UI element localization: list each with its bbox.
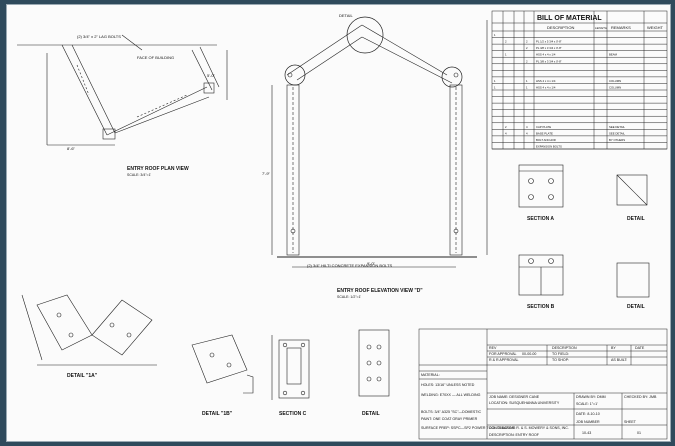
dim-9-0: 9'-0" (367, 261, 376, 266)
bill-cell: 2 (526, 59, 528, 63)
bill-cell: PL 3/8 x 3 3/4 x 0'-8" (536, 59, 562, 63)
roof-plan-view (17, 34, 228, 146)
bill-table-grid (491, 10, 668, 150)
tb-to-shop: TO SHOP: (552, 358, 569, 362)
bill-cell: HSS 4 x 4 x 1/4 (536, 79, 556, 83)
bill-cell: BY OTHERS (609, 138, 625, 142)
bill-cell: HSS 4 x 4 x 1/4 (536, 86, 556, 90)
tb-description-line: DESCRIPTION: ENTRY ROOF (489, 433, 540, 437)
elevation-view-scale: SCALE: 1/2"=1' (337, 295, 362, 299)
bill-header-description: DESCRIPTION (547, 25, 574, 30)
tb-contractor: CONTRACTOR: R. & S. MOWERY & SONS, INC. (489, 426, 569, 430)
tb-as-built: AS BUILT: (611, 358, 628, 362)
tb-for-approval: FOR APPROVAL (489, 352, 517, 356)
tb-job-number-label: JOB NUMBER (576, 420, 600, 424)
tb-scale: SCALE: 1"=1' (576, 402, 598, 406)
tb-checked-by: CHECKED BY: JMB (624, 395, 657, 399)
bolts-note: (2) 3/4" x 2" LAG BOLTS (77, 34, 121, 39)
detail-callout: DETAIL (339, 13, 353, 18)
tb-job-name: JOB NAME: DESIGNER CANE (489, 395, 540, 399)
bill-cell: 4 (505, 131, 507, 135)
bill-cell: 1 (494, 33, 496, 37)
tb-sheet-label: SHEET (624, 420, 637, 424)
bill-cell: CAP PLATE (536, 125, 551, 129)
bill-cell: 2 (505, 40, 507, 44)
detail-3-title: DETAIL (362, 411, 380, 417)
bill-cell: SEE DETAIL (609, 131, 625, 135)
bill-cell: 2 (526, 40, 528, 44)
bill-cell: COLUMN (609, 86, 621, 90)
tb-bolts: BOLTS: 3/4" A325 "SC"—DOMESTIC (421, 410, 481, 414)
expansion-bolt-note: (2) 3/4" HILTI CONCRETE EXPANSION BOLTS (307, 263, 393, 268)
dim-7-9: 7'-9" (262, 171, 271, 176)
bill-cell: 1 (505, 53, 507, 57)
detail-1b (191, 334, 254, 394)
tb-date-value: DATE: 8-10-10 (576, 412, 600, 416)
bill-cell: PL 3/8 x 3 3/4 x 0'-8" (536, 46, 562, 50)
bill-cell: BOLT ANCHOR (536, 138, 556, 142)
detail-1a (21, 294, 157, 366)
tb-r-and-r: R & R APPROVAL (489, 358, 519, 362)
section-c (271, 335, 310, 400)
dim-8-6: 8'-6" (67, 146, 76, 151)
bill-cell: COLUMN (609, 79, 621, 83)
bill-cell: 2 (505, 125, 507, 129)
tb-rev: REV (489, 346, 497, 350)
section-c-title: SECTION C (279, 411, 307, 417)
bill-header-remarks: REMARKS (611, 25, 631, 30)
drawing-canvas: (2) 3/4" x 2" LAG BOLTS FACE OF BUILDING… (17, 10, 668, 440)
tb-drawn-by: DRAWN BY: DMM (576, 395, 606, 399)
bill-cell: HSS 4 x 4 x 1/4 (536, 53, 556, 57)
tb-paint: PAINT: ONE COAT GRAY PRIMER (421, 417, 478, 421)
bill-cell: 2 (526, 46, 528, 50)
bill-cell: 1 (494, 86, 496, 90)
tb-to-field: TO FIELD: (552, 352, 569, 356)
bill-cell: SEE DETAIL (609, 125, 625, 129)
plan-view-scale: SCALE: 3/4"=1' (127, 173, 152, 177)
bill-cell: 4 (526, 125, 528, 129)
bill-cell: 1 (526, 79, 528, 83)
title-block-grid (418, 328, 668, 440)
tb-material: MATERIAL: (421, 373, 440, 377)
detail-1a-title: DETAIL "1A" (67, 373, 98, 379)
bill-cell: 1 (526, 86, 528, 90)
bill-cell: 1 (494, 79, 496, 83)
roof-elevation-view (271, 16, 488, 268)
tb-surface: SURFACE PREP: SSPC—SP2 POWER TOOL CLEANI… (421, 426, 516, 430)
section-b (518, 254, 650, 298)
tb-by: BY (611, 346, 616, 350)
elevation-view-title: ENTRY ROOF ELEVATION VIEW "D" (337, 288, 423, 294)
bill-cell: 4 (526, 131, 528, 135)
section-b-title: SECTION B (527, 304, 555, 310)
bill-title: BILL OF MATERIAL (537, 15, 602, 22)
plan-view-title: ENTRY ROOF PLAN VIEW (127, 166, 189, 172)
section-a-title: SECTION A (527, 216, 554, 222)
tb-welding: WELDING: E70XX — ALL WELDING (421, 393, 481, 397)
tb-holes: HOLES: 13/16" UNLESS NOTED (421, 383, 475, 387)
detail-3 (358, 329, 390, 397)
tb-date: DATE (635, 346, 645, 350)
detail-2b-title: DETAIL (627, 304, 645, 310)
bill-cell: EXPANSION BOLTS (536, 145, 562, 149)
tb-approval-date: 00-00-00 (522, 352, 536, 356)
face-building-note: FACE OF BUILDING (137, 55, 174, 60)
bill-cell: PL 1/2 x 5 3/4 x 0'-8" (536, 40, 562, 44)
bill-header-weight: WEIGHT (647, 25, 664, 30)
tb-description: DESCRIPTION (552, 346, 577, 350)
tb-sheet-value: 01 (637, 431, 641, 435)
tb-location: LOCATION: SUSQUEHANNA UNIVERSITY (489, 401, 560, 405)
drawing-sheet: (2) 3/4" x 2" LAG BOLTS FACE OF BUILDING… (6, 4, 671, 442)
bill-header-length: LENGTH (595, 26, 607, 30)
section-a (518, 164, 648, 208)
tb-job-number-value: 10-43 (582, 431, 591, 435)
detail-1b-title: DETAIL "1B" (202, 411, 233, 417)
dim-5-0: 5'-0" (207, 73, 216, 78)
detail-2a-title: DETAIL (627, 216, 645, 222)
bill-cell: BASE PLATE (536, 131, 553, 135)
bill-cell: BEAM (609, 53, 618, 57)
